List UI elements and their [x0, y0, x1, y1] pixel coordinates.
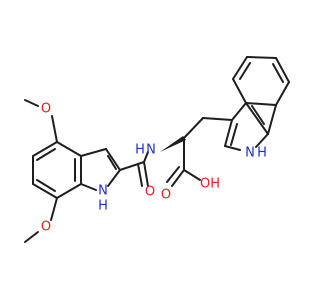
atom-labels: O O N H O N H O OH N H [41, 102, 267, 235]
bond-n1-c7a [80, 183, 97, 191]
bond-c5p-c6p [246, 56, 277, 59]
atom-oh-acid: OH [200, 177, 220, 192]
atom-o-methoxy-top: O [41, 102, 51, 117]
bond-carbonyl-n [143, 151, 149, 163]
bond-c3p-c3ap [231, 102, 247, 121]
bond-c6p-c7p [275, 57, 290, 83]
bond-n1p-c7ap [255, 133, 269, 148]
atom-o-amide: O [145, 185, 155, 200]
bond-c2p-n1p [224, 145, 241, 151]
bond-methyl-o-top [24, 99, 39, 107]
bond-c3ap-c4p [232, 78, 247, 104]
bond-c3ap-c7ap-inner [251, 105, 265, 125]
bond-cooh-oh [183, 169, 201, 181]
atom-n-indole-1: N [98, 184, 108, 199]
bond-c6p-c7p-inner [272, 63, 284, 83]
atom-n-amide: N [146, 143, 156, 158]
bond-carbonyl-o-2 [137, 163, 143, 187]
bond-ch2-c3prime [202, 117, 233, 121]
bond-c3a-c4 [56, 141, 82, 157]
bond-cooh-o-double [171, 169, 185, 187]
bond-c4-c5 [32, 141, 58, 157]
atom-h-indole-1: H [98, 199, 108, 214]
bond-c3a-c3 [80, 148, 107, 157]
bond-c7ap-c3ap-ring [245, 102, 277, 106]
atom-o-acid: O [161, 188, 171, 203]
bond-c3-c2-inner [107, 155, 117, 170]
structure-canvas: O O N H O N H O OH N H [24, 56, 290, 243]
bond-c4p-c5p [232, 56, 248, 80]
bond-o-top-ring [51, 115, 58, 143]
atom-h-amide: H [135, 143, 145, 158]
bond-c2-carbonyl [119, 161, 145, 171]
bond-carbonyl-o [143, 161, 149, 187]
bond-c3p-c2p [224, 119, 233, 147]
bond-c7-o-bot [50, 197, 58, 221]
bond-c3p-c2p-inner [230, 123, 238, 146]
bond-c4-c5-inner [36, 148, 56, 161]
bond-c4p-c5p-inner [239, 62, 251, 80]
bond-n-calpha-wedge [160, 136, 186, 152]
bond-c6-c7 [32, 183, 58, 199]
molecule-diagram: O O N H O N H O OH N H [24, 56, 290, 243]
bond-calpha-ch2 [183, 117, 204, 139]
atom-n-indole-2: N [245, 146, 255, 161]
atom-o-methoxy-bottom: O [41, 220, 51, 235]
bond-c7ap-link [267, 104, 277, 135]
bonds [24, 56, 290, 243]
bond-c3ap-c7ap [245, 102, 269, 135]
bond-c6-c7-inner [36, 179, 56, 192]
atom-h-indole-2: H [257, 146, 267, 161]
bond-c7p-c7ap [275, 81, 290, 106]
bond-o-bot-methyl [24, 231, 39, 243]
bond-c2-n1 [107, 169, 121, 187]
bond-c3-c2 [105, 148, 121, 171]
bond-cooh-o-double-2 [166, 166, 180, 183]
bond-c7-c7a [56, 183, 82, 199]
